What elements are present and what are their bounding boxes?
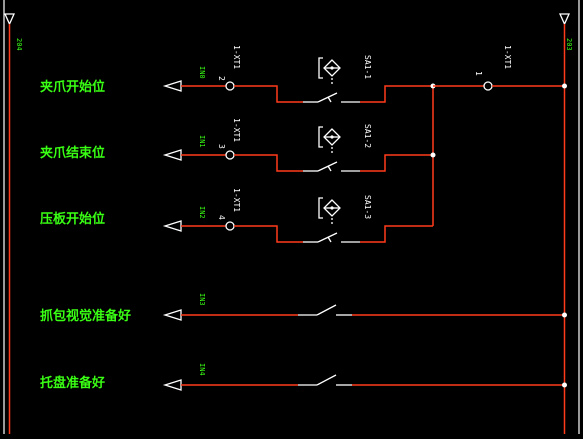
junction-dot <box>562 382 567 388</box>
terminal-circle-icon <box>483 81 493 91</box>
row-label: 夹爪开始位 <box>40 79 105 95</box>
circuit-row-3: 压板开始位 IN2 1-XT1 4 SA1-3 <box>40 188 433 243</box>
input-label: IN4 <box>198 363 206 376</box>
selector-switch-icon <box>303 126 360 172</box>
selector-switch-icon <box>303 57 360 103</box>
common-terminal-label: 1-XT1 <box>503 45 512 69</box>
terminal-number: 4 <box>217 215 226 220</box>
input-arrow-icon <box>162 379 182 391</box>
junction-dot <box>562 312 567 318</box>
row-label: 夹爪结束位 <box>40 145 105 161</box>
left-rail-arrow-icon <box>3 13 16 26</box>
terminal-circle-icon <box>225 150 235 160</box>
input-label: IN2 <box>198 206 206 219</box>
switch-label: SA1-2 <box>363 124 372 148</box>
input-arrow-icon <box>162 80 182 92</box>
common-terminal-number: 1 <box>474 71 483 76</box>
terminal-number: 2 <box>217 76 226 81</box>
terminal-label: 1-XT1 <box>232 118 241 142</box>
row-label: 托盘准备好 <box>40 375 105 391</box>
terminal-circle-icon <box>225 81 235 91</box>
contact-switch-icon <box>298 374 352 386</box>
left-power-rail: 204 <box>3 13 23 434</box>
circuit-row-4: 抓包视觉准备好 IN3 <box>40 293 567 324</box>
input-arrow-icon <box>162 309 182 321</box>
junction-dot <box>430 152 436 158</box>
junction-dot <box>562 83 567 89</box>
terminal-number: 3 <box>217 144 226 149</box>
row-label: 压板开始位 <box>40 211 105 227</box>
terminal-label: 1-XT1 <box>232 45 241 69</box>
right-rail-label: 203 <box>565 38 573 51</box>
terminal-circle-icon <box>225 221 235 231</box>
switch-label: SA1-3 <box>363 195 372 219</box>
common-bus: 1-XT1 1 <box>430 45 567 226</box>
right-rail-arrow-icon <box>558 13 571 26</box>
input-label: IN3 <box>198 293 206 306</box>
left-rail-label: 204 <box>15 38 23 51</box>
switch-label: SA1-1 <box>363 55 372 79</box>
input-arrow-icon <box>162 220 182 232</box>
input-arrow-icon <box>162 149 182 161</box>
circuit-row-2: 夹爪结束位 IN1 1-XT1 3 SA1-2 <box>40 118 433 172</box>
selector-switch-icon <box>303 197 360 243</box>
input-label: IN0 <box>198 66 206 79</box>
contact-switch-icon <box>298 304 352 316</box>
circuit-row-1: 夹爪开始位 IN0 1-XT1 2 SA1-1 <box>40 45 433 103</box>
terminal-label: 1-XT1 <box>232 188 241 212</box>
circuit-row-5: 托盘准备好 IN4 <box>40 363 567 391</box>
input-label: IN1 <box>198 135 206 148</box>
row-label: 抓包视觉准备好 <box>40 308 131 324</box>
right-power-rail: 203 <box>558 13 573 434</box>
